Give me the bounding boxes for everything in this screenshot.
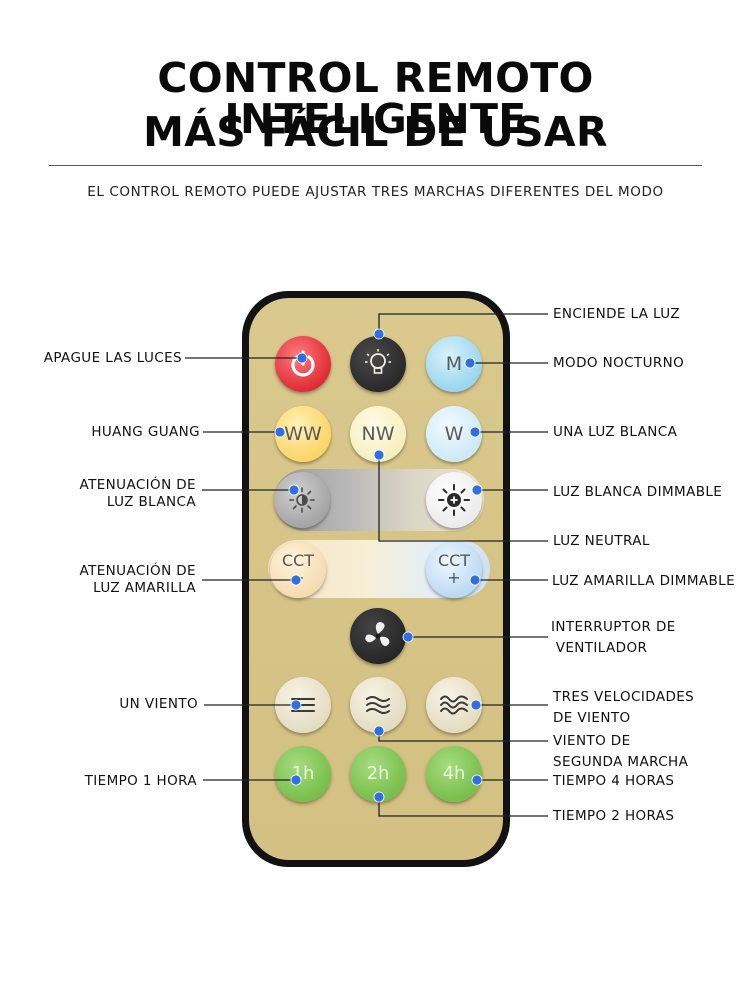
callout-dot-turn-on (373, 328, 385, 340)
callout-dot-timer-1h (290, 774, 302, 786)
callout-dot-turn-off (296, 352, 308, 364)
power-off-button[interactable] (275, 336, 331, 392)
timer-4h-label: 4h (442, 763, 466, 784)
nw-button-label: NW (361, 422, 395, 445)
label-white-light: UNA LUZ BLANCA (553, 424, 678, 440)
cct-plus-label: CCT + (437, 551, 471, 587)
callout-dot-second-speed (373, 725, 385, 737)
sun-plus-icon (438, 484, 470, 516)
fan-icon (365, 622, 390, 647)
label-huang-guang: HUANG GUANG (91, 424, 200, 440)
timer-4h-button[interactable]: 4h (426, 746, 482, 802)
light-on-button[interactable] (350, 336, 406, 392)
label-neutral: LUZ NEUTRAL (553, 533, 650, 549)
yellow-dim-up-button[interactable]: CCT + (426, 542, 482, 598)
label-night-mode: MODO NOCTURNO (553, 355, 685, 371)
callout-dot-white-dimmable (471, 484, 483, 496)
label-timer-1h: TIEMPO 1 HORA (84, 773, 197, 789)
mode-button-label: M (445, 352, 463, 375)
timer-2h-label: 2h (366, 763, 390, 784)
w-button-label: W (444, 422, 464, 445)
timer-1h-button[interactable]: 1h (275, 746, 331, 802)
callout-dot-timer-4h (471, 774, 483, 786)
callout-dot-one-wind (290, 699, 302, 711)
two-wind-button[interactable] (350, 677, 406, 733)
callout-dot-timer-2h (373, 791, 385, 803)
callout-dot-night-mode (464, 357, 476, 369)
label-timer-4h: TIEMPO 4 HORAS (553, 773, 675, 789)
wind-two-icon (366, 696, 390, 714)
page-title-line-1: CONTROL REMOTO INTELIGENTE (157, 54, 594, 143)
fan-switch-button[interactable] (350, 608, 406, 664)
callout-line-timer-2h (378, 797, 548, 817)
white-dim-up-button[interactable] (426, 472, 482, 528)
wind-three-icon (440, 695, 468, 715)
label-turn-off: APAGUE LAS LUCES (43, 350, 182, 366)
page-title-line-2: MÁS FÁCIL DE USAR (143, 108, 608, 156)
page-subtitle: EL CONTROL REMOTO PUEDE AJUSTAR TRES MAR… (87, 184, 664, 200)
label-turn-on: ENCIENDE LA LUZ (553, 306, 680, 322)
label-white-dim: ATENUACIÓN DE LUZ BLANCA (79, 477, 196, 510)
callout-dot-yellow-dim (290, 574, 302, 586)
callout-line-turn-on (378, 313, 548, 334)
label-three-speeds: TRES VELOCIDADES DE VIENTO (553, 689, 695, 726)
ww-button-label: WW (284, 422, 322, 445)
label-fan-switch: INTERRUPTOR DE VENTILADOR (551, 619, 676, 656)
label-white-dimmable: LUZ BLANCA DIMMABLE (553, 484, 723, 500)
label-yellow-dimmable: LUZ AMARILLA DIMMABLE (552, 573, 736, 589)
label-one-wind: UN VIENTO (119, 696, 198, 712)
lightbulb-icon (365, 349, 391, 374)
callout-dot-huang-guang (274, 426, 286, 438)
callout-line-neutral (378, 455, 548, 542)
white-button[interactable]: W (426, 406, 482, 462)
callout-line-second-speed (378, 731, 548, 742)
callout-dot-yellow-dimmable (469, 574, 481, 586)
label-second-speed: VIENTO DE SEGUNDA MARCHA (553, 733, 689, 770)
callout-dot-neutral (373, 449, 385, 461)
callout-dot-fan-switch (402, 631, 414, 643)
label-yellow-dim: ATENUACIÓN DE LUZ AMARILLA (79, 563, 196, 596)
callout-dot-white-light (469, 426, 481, 438)
white-dim-down-button[interactable] (274, 472, 330, 528)
title-divider (49, 165, 702, 166)
callout-dot-white-dim (288, 484, 300, 496)
callout-dot-three-speeds (470, 699, 482, 711)
label-timer-2h: TIEMPO 2 HORAS (553, 808, 675, 824)
